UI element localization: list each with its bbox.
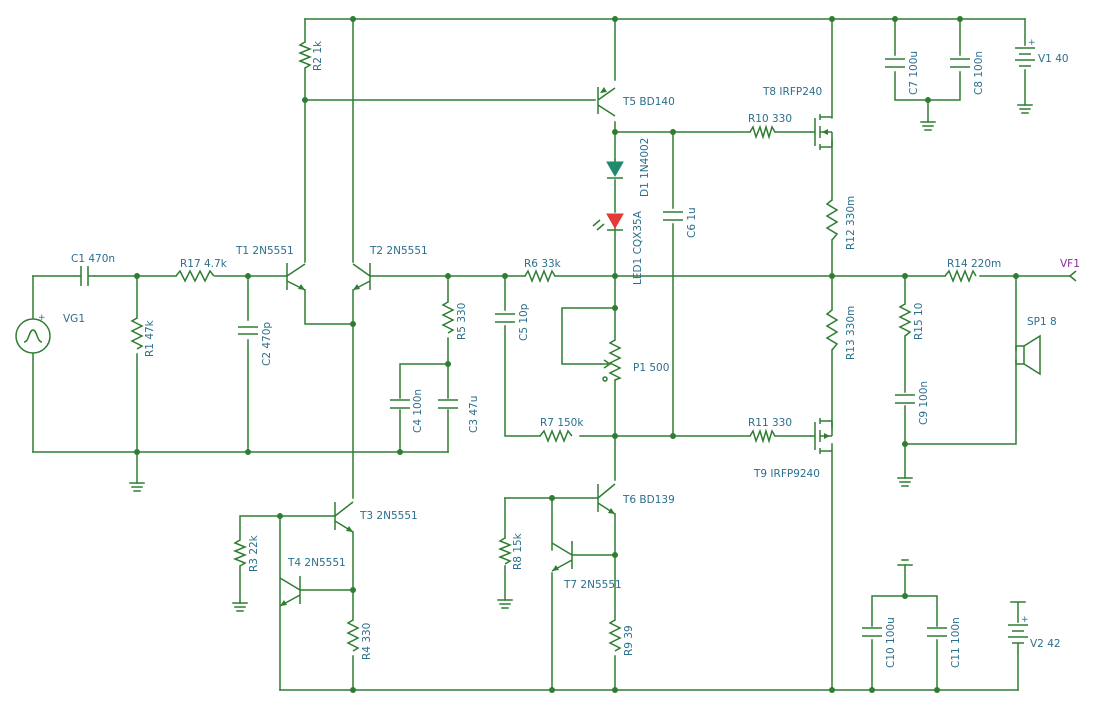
label-r1: R1 47k	[144, 319, 156, 357]
resistor-r11	[749, 428, 776, 444]
label-r15: R15 10	[913, 303, 925, 340]
resistor-r13	[825, 309, 839, 351]
label-vf1: VF1	[1060, 258, 1080, 270]
mosfet-t9	[810, 418, 833, 454]
transistor-t7	[551, 541, 573, 572]
label-r13: R13 330m	[845, 306, 857, 360]
svg-text:+: +	[1021, 615, 1029, 625]
capacitor-c5	[495, 313, 515, 323]
label-t6: T6 BD139	[622, 494, 675, 506]
label-c8: C8 100n	[973, 51, 985, 95]
label-r9: R9 39	[623, 625, 635, 656]
label-r6: R6 33k	[524, 258, 562, 270]
transistor-t3	[334, 501, 354, 533]
label-t5: T5 BD140	[622, 96, 675, 108]
label-led1: LED1 CQX35A	[632, 210, 644, 285]
capacitor-c4	[390, 399, 410, 409]
resistor-r6	[524, 268, 556, 284]
resistor-r7	[539, 428, 573, 444]
diode-d1	[606, 161, 624, 179]
label-r4: R4 330	[361, 623, 373, 660]
transistor-t2	[352, 263, 371, 291]
wires	[32, 18, 1071, 691]
resistor-r15	[898, 303, 912, 337]
resistor-r10	[749, 124, 776, 140]
label-t1: T1 2N5551	[235, 245, 294, 257]
capacitor-c6	[663, 211, 683, 221]
signal-source-vg1: +	[15, 313, 51, 354]
resistor-r4	[346, 619, 360, 652]
mosfet-t8	[810, 114, 833, 150]
label-v1: V1 40	[1038, 53, 1069, 65]
transistor-t1	[286, 263, 306, 291]
svg-text:+: +	[38, 313, 46, 323]
label-r12: R12 330m	[845, 196, 857, 250]
label-c7: C7 100u	[908, 51, 920, 95]
battery-v2: +	[1008, 615, 1029, 652]
label-t4: T4 2N5551	[287, 557, 346, 569]
transistor-t4	[279, 576, 301, 607]
label-t3: T3 2N5551	[359, 510, 418, 522]
capacitor-c3	[438, 399, 458, 409]
label-r5: R5 330	[456, 303, 468, 340]
resistor-r1	[130, 317, 144, 350]
label-c5: C5 10p	[518, 303, 530, 341]
resistor-r17	[175, 269, 215, 283]
capacitor-c2	[238, 326, 258, 335]
label-r2: R2 1k	[312, 40, 324, 71]
label-r10: R10 330	[748, 113, 792, 125]
label-r17: R17 4.7k	[180, 258, 228, 270]
label-r11: R11 330	[748, 417, 792, 429]
label-sp1: SP1 8	[1027, 316, 1057, 328]
label-r8: R8 15k	[512, 532, 524, 570]
transistor-t5	[597, 87, 616, 117]
label-c11: C11 100n	[950, 617, 962, 668]
resistor-r3	[232, 539, 248, 567]
capacitor-c11	[927, 627, 947, 637]
resistor-r12	[825, 199, 839, 241]
labels: R2 1k T5 BD140 T8 IRFP240 C7 100u C8 100…	[63, 40, 1080, 668]
label-r3: R3 22k	[248, 534, 260, 572]
label-p1: P1 500	[633, 362, 669, 374]
output-terminal-vf1	[1069, 270, 1077, 282]
speaker-sp1	[1015, 334, 1041, 376]
svg-text:+: +	[1028, 38, 1036, 48]
resistor-r5	[441, 301, 455, 334]
label-c2: C2 470p	[261, 322, 273, 366]
capacitor-c1	[74, 266, 95, 286]
label-c10: C10 100u	[885, 617, 897, 668]
capacitor-c8	[950, 58, 970, 68]
label-c1: C1 470n	[71, 253, 115, 265]
label-t9: T9 IRFP9240	[753, 468, 820, 480]
label-d1: D1 1N4002	[639, 138, 651, 197]
capacitor-c7	[885, 58, 905, 68]
potentiometer-p1	[600, 339, 622, 382]
junctions	[134, 16, 1019, 693]
label-c9: C9 100n	[918, 381, 930, 425]
label-c3: C3 47u	[468, 396, 480, 433]
label-t8: T8 IRFP240	[762, 86, 822, 98]
resistor-r8	[497, 537, 513, 565]
label-r7: R7 150k	[540, 417, 584, 429]
label-c4: C4 100n	[412, 389, 424, 433]
label-vg1: VG1	[63, 313, 85, 325]
label-c6: C6 1u	[686, 207, 698, 238]
led-led1	[592, 213, 624, 231]
capacitor-c10	[862, 627, 882, 637]
label-t7: T7 2N5551	[563, 579, 622, 591]
label-r14: R14 220m	[947, 258, 1001, 270]
battery-v1: +	[1015, 38, 1036, 67]
label-t2: T2 2N5551	[369, 245, 428, 257]
transistor-t6	[597, 483, 616, 515]
resistor-r9	[608, 619, 622, 652]
capacitor-c9	[895, 394, 915, 404]
resistor-r2	[297, 41, 313, 69]
resistor-r14	[944, 268, 977, 284]
label-v2: V2 42	[1030, 638, 1061, 650]
